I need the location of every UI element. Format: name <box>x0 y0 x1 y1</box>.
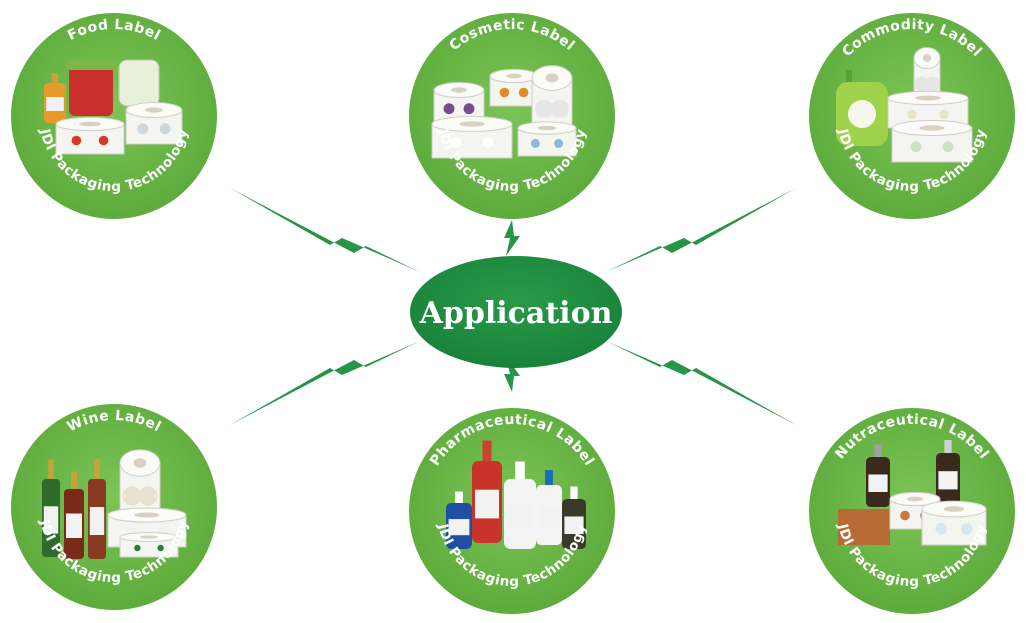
connector-food <box>230 188 420 272</box>
connector-commodity <box>606 188 796 272</box>
wine-bottles-icon <box>42 449 187 559</box>
node-food-circle <box>11 13 217 219</box>
center-label: Application <box>419 296 613 331</box>
connectors <box>230 188 796 425</box>
supplement-bottles-icon <box>838 440 987 546</box>
node-cosmetic-circle <box>409 13 615 219</box>
connector-wine <box>230 341 420 425</box>
node-wine-circle <box>11 404 217 610</box>
center-node: Application <box>410 256 622 368</box>
connector-nutraceutical <box>606 341 796 425</box>
food-products-icon <box>44 59 183 155</box>
connector-cosmetic <box>504 220 520 256</box>
commodity-products-icon <box>836 46 973 163</box>
medicine-bottles-icon <box>446 440 586 549</box>
cosmetic-label-rolls-icon <box>431 65 577 159</box>
